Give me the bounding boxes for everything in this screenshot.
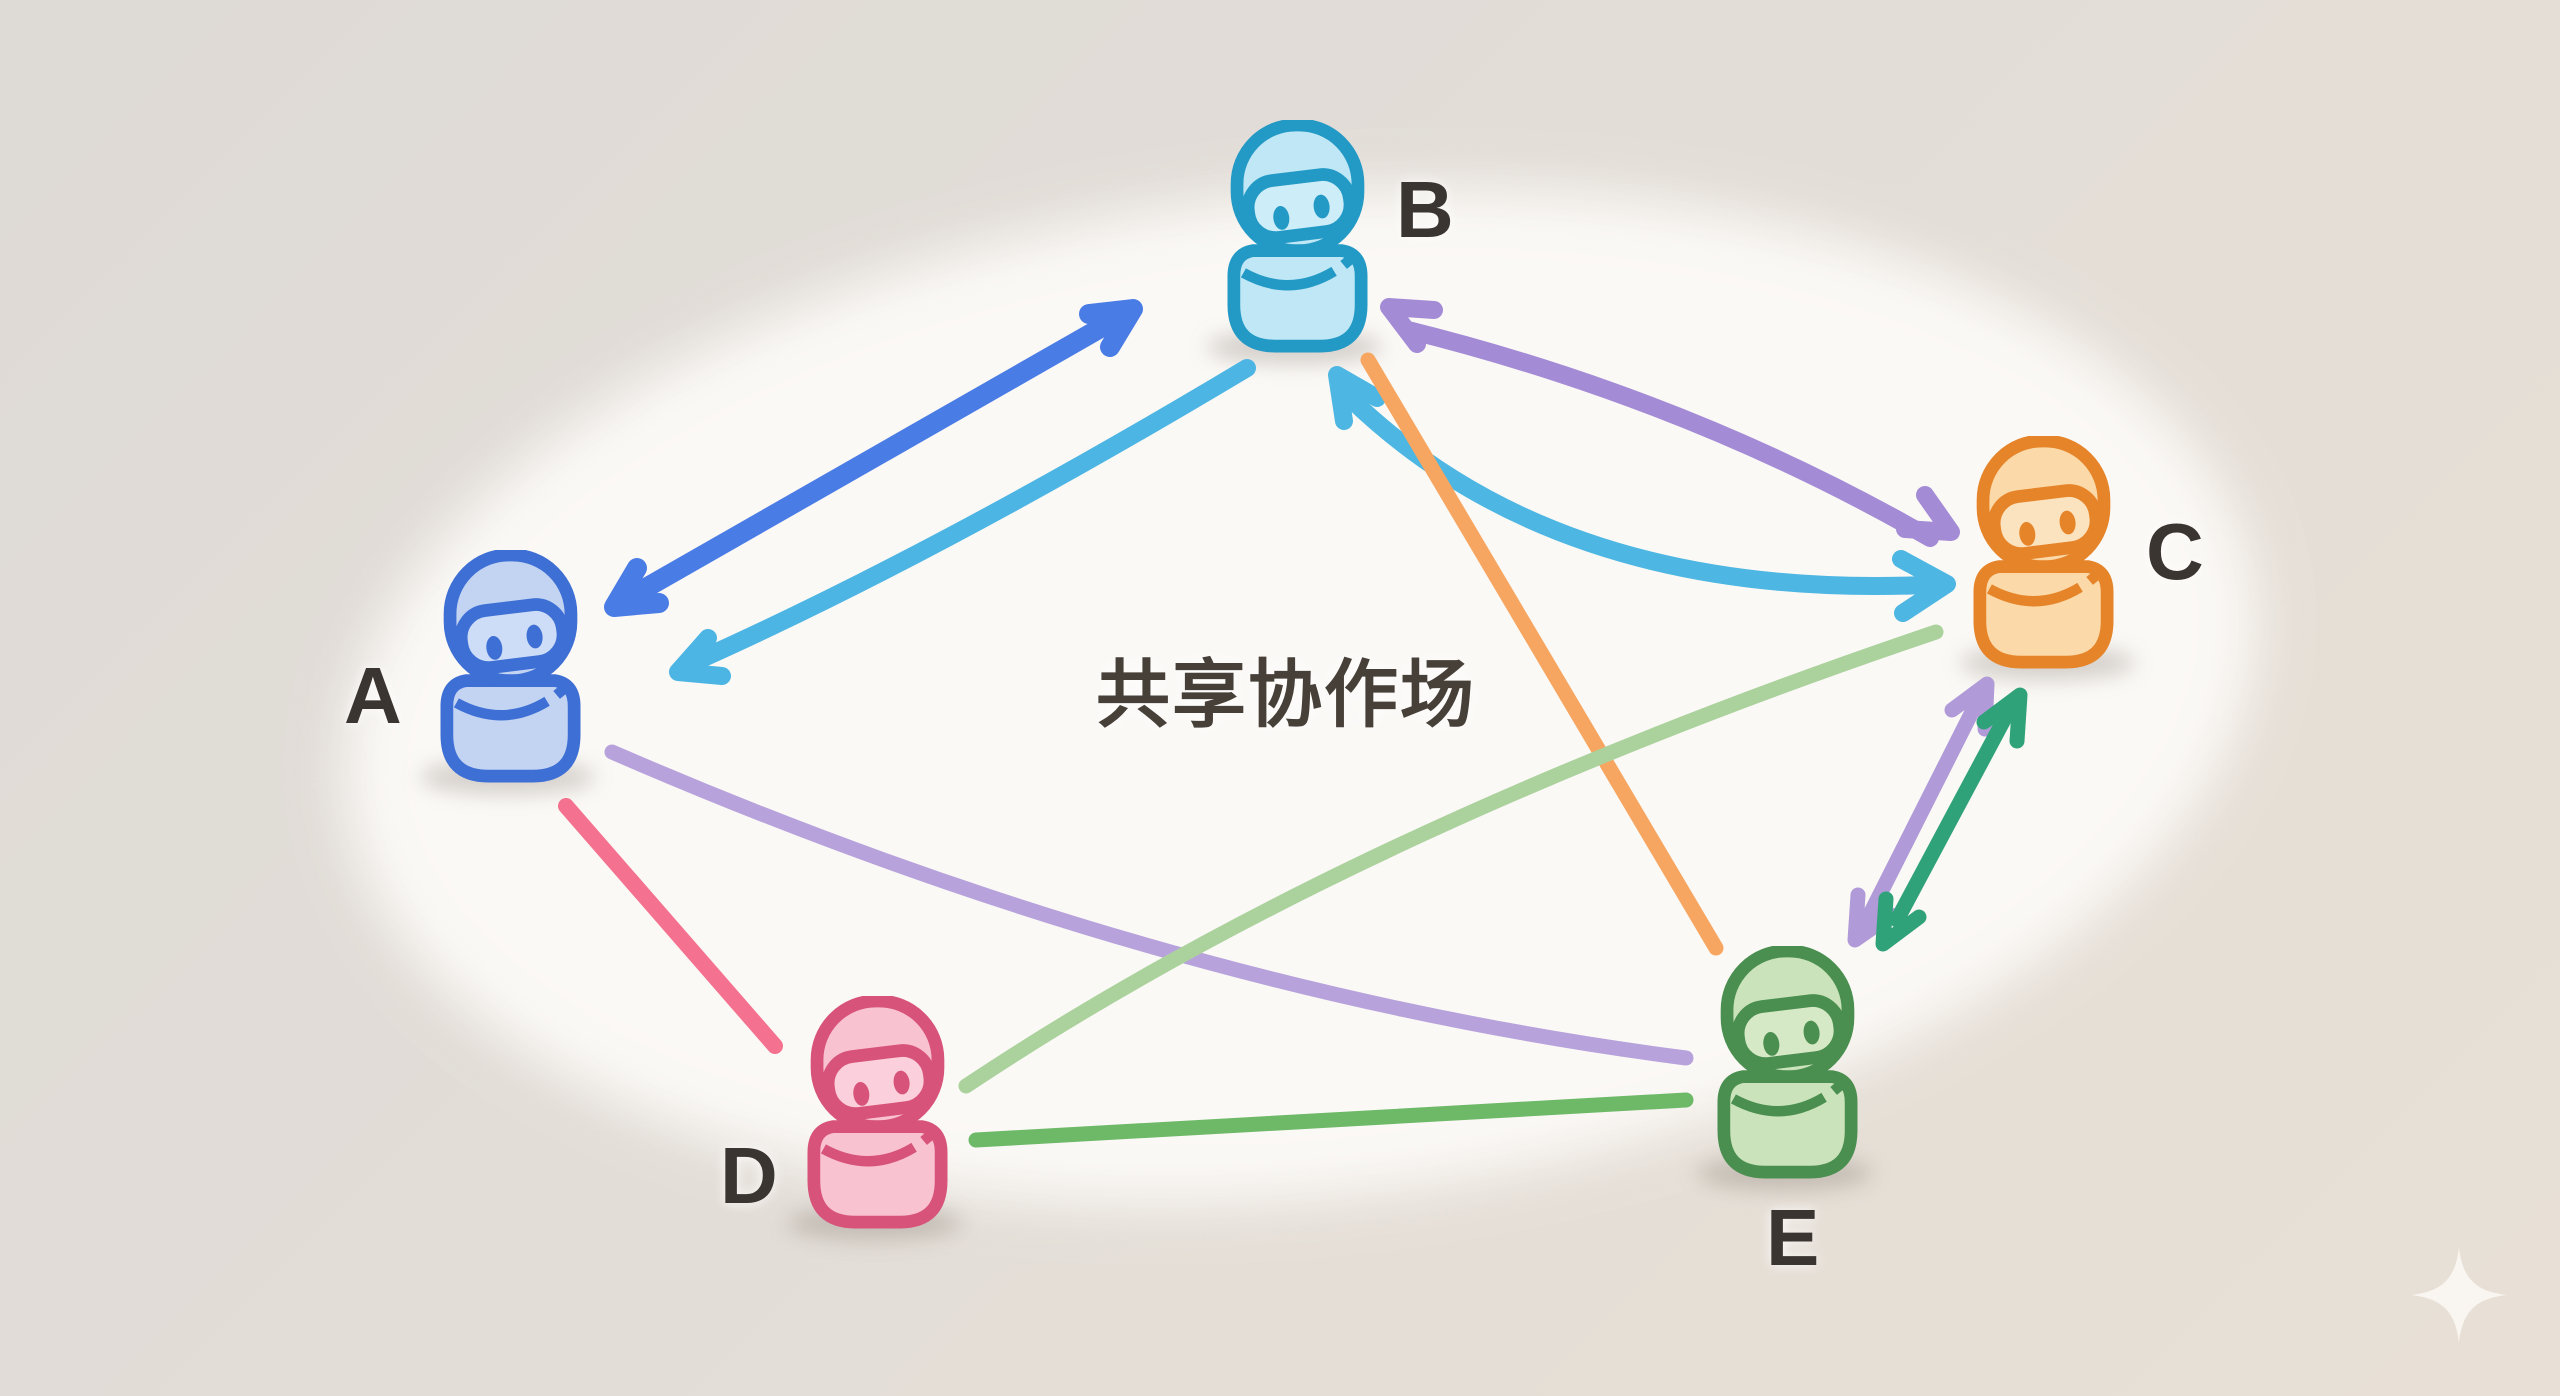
robot-a bbox=[423, 550, 598, 789]
robot-visor bbox=[1241, 168, 1357, 244]
robot-visor bbox=[454, 598, 570, 674]
robot-eye-right bbox=[1313, 194, 1330, 219]
robot-collar bbox=[453, 696, 550, 721]
robot-eye-left bbox=[1763, 1032, 1780, 1056]
robot-eye-left bbox=[2019, 522, 2036, 546]
node-label-e: E bbox=[1766, 1193, 1820, 1282]
robot-eye-left bbox=[853, 1082, 870, 1106]
robot-body bbox=[1227, 244, 1368, 353]
robot-collar-dash bbox=[2086, 569, 2103, 585]
robot-b bbox=[1210, 120, 1385, 359]
node-label-a: A bbox=[344, 651, 402, 740]
robot-visor bbox=[821, 1044, 937, 1120]
robot-collar bbox=[1986, 582, 2083, 607]
edge-a-d-line bbox=[558, 798, 783, 1054]
node-label-d: D bbox=[720, 1131, 778, 1220]
center-title: 共享协作场 bbox=[1096, 653, 1476, 736]
sparkle-icon bbox=[2411, 1247, 2507, 1343]
edge-c-e-purple-double-arrow bbox=[1847, 676, 1995, 948]
robot-eye-left bbox=[1273, 206, 1290, 230]
edge-a-e-line bbox=[604, 744, 1694, 1066]
robot-eye-right bbox=[526, 624, 543, 649]
robot-body bbox=[440, 674, 581, 783]
robot-e bbox=[1700, 946, 1875, 1185]
robot-visor bbox=[1731, 994, 1847, 1070]
edge-b-e-line bbox=[1360, 352, 1724, 956]
robot-collar bbox=[1730, 1092, 1827, 1117]
node-label-b: B bbox=[1396, 165, 1454, 254]
robot-collar bbox=[820, 1142, 917, 1167]
edge-b-c-purple-double-arrow bbox=[1380, 298, 1960, 547]
robot-eye-left bbox=[486, 636, 503, 660]
robot-body bbox=[807, 1120, 948, 1229]
edge-a-b-double-arrow bbox=[604, 299, 1143, 617]
robot-collar-dash bbox=[1830, 1079, 1847, 1095]
edge-e-c-green-double-arrow bbox=[1875, 687, 2028, 952]
robot-c bbox=[1956, 436, 2131, 675]
robot-body bbox=[1973, 560, 2114, 669]
robot-collar-dash bbox=[1340, 253, 1357, 269]
robot-d bbox=[790, 996, 965, 1235]
edge-d-c-line bbox=[958, 624, 1944, 1094]
robot-eye-right bbox=[1803, 1020, 1820, 1045]
robot-visor bbox=[1987, 484, 2103, 560]
robot-eye-right bbox=[2059, 510, 2076, 535]
robot-collar-dash bbox=[553, 683, 570, 699]
edge-d-e-line bbox=[968, 1092, 1694, 1148]
robot-collar bbox=[1240, 266, 1337, 291]
node-label-c: C bbox=[2146, 507, 2204, 596]
robot-eye-right bbox=[893, 1070, 910, 1095]
robot-collar-dash bbox=[920, 1129, 937, 1145]
edge-b-a-arrow bbox=[669, 359, 1256, 685]
robot-body bbox=[1717, 1070, 1858, 1179]
